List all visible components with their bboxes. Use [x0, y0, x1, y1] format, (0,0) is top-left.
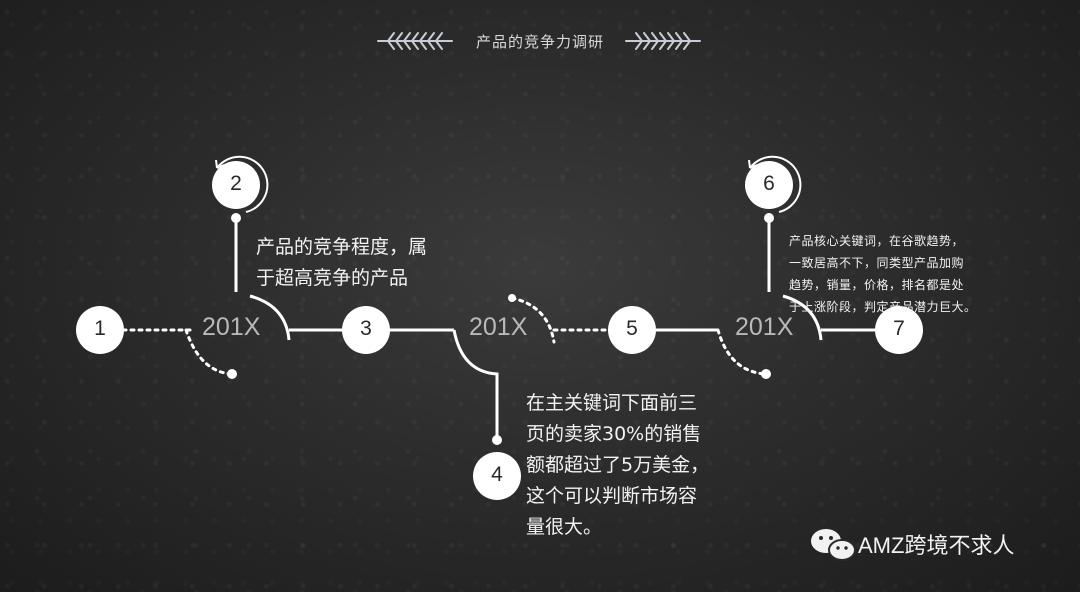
- description-line: 趋势，销量，价格，排名都是处: [789, 278, 965, 292]
- page-title: 产品的竞争力调研: [475, 33, 604, 51]
- laurel-left-icon: [377, 32, 453, 50]
- description-line: 页的卖家30%的销售: [526, 423, 702, 445]
- description-line: 量很大。: [526, 516, 603, 538]
- description-line: 一致居高不下，同类型产品加购: [789, 256, 965, 270]
- node-1-label: 1: [94, 317, 106, 340]
- node-5-label: 5: [626, 317, 638, 340]
- description-node-6: 产品核心关键词，在谷歌趋势， 一致居高不下，同类型产品加购 趋势，销量，价格，排…: [789, 230, 977, 318]
- node-4-label: 4: [491, 463, 503, 486]
- description-line: 额都超过了5万美金，: [526, 454, 710, 476]
- node-6-label: 6: [763, 172, 775, 195]
- node-circles: [76, 161, 923, 500]
- laurel-right-icon: [625, 32, 701, 50]
- description-line: 产品核心关键词，在谷歌趋势，: [789, 234, 965, 248]
- timeline-connectors: [121, 218, 876, 440]
- description-line: 产品的竞争程度，属: [256, 236, 428, 258]
- description-line: 于超高竞争的产品: [256, 267, 409, 289]
- wechat-icon: [811, 529, 856, 561]
- description-line: 于上涨阶段，判定产品潜力巨大。: [789, 300, 977, 314]
- description-line: 在主关键词下面前三: [526, 392, 698, 414]
- brand-name: AMZ跨境不求人: [858, 533, 1015, 558]
- description-line: 这个可以判断市场容: [526, 485, 698, 507]
- node-2-label: 2: [230, 172, 242, 195]
- brand-watermark: AMZ跨境不求人: [808, 528, 1014, 560]
- year-label-3: 201X: [735, 313, 794, 341]
- year-label-2: 201X: [469, 313, 528, 341]
- description-node-4: 在主关键词下面前三 页的卖家30%的销售 额都超过了5万美金， 这个可以判断市场…: [526, 388, 709, 543]
- node-7-label: 7: [893, 317, 905, 340]
- description-node-2: 产品的竞争程度，属 于超高竞争的产品: [256, 232, 427, 294]
- timeline-dots: [227, 213, 774, 445]
- year-label-1: 201X: [202, 313, 261, 341]
- node-3-label: 3: [360, 317, 372, 340]
